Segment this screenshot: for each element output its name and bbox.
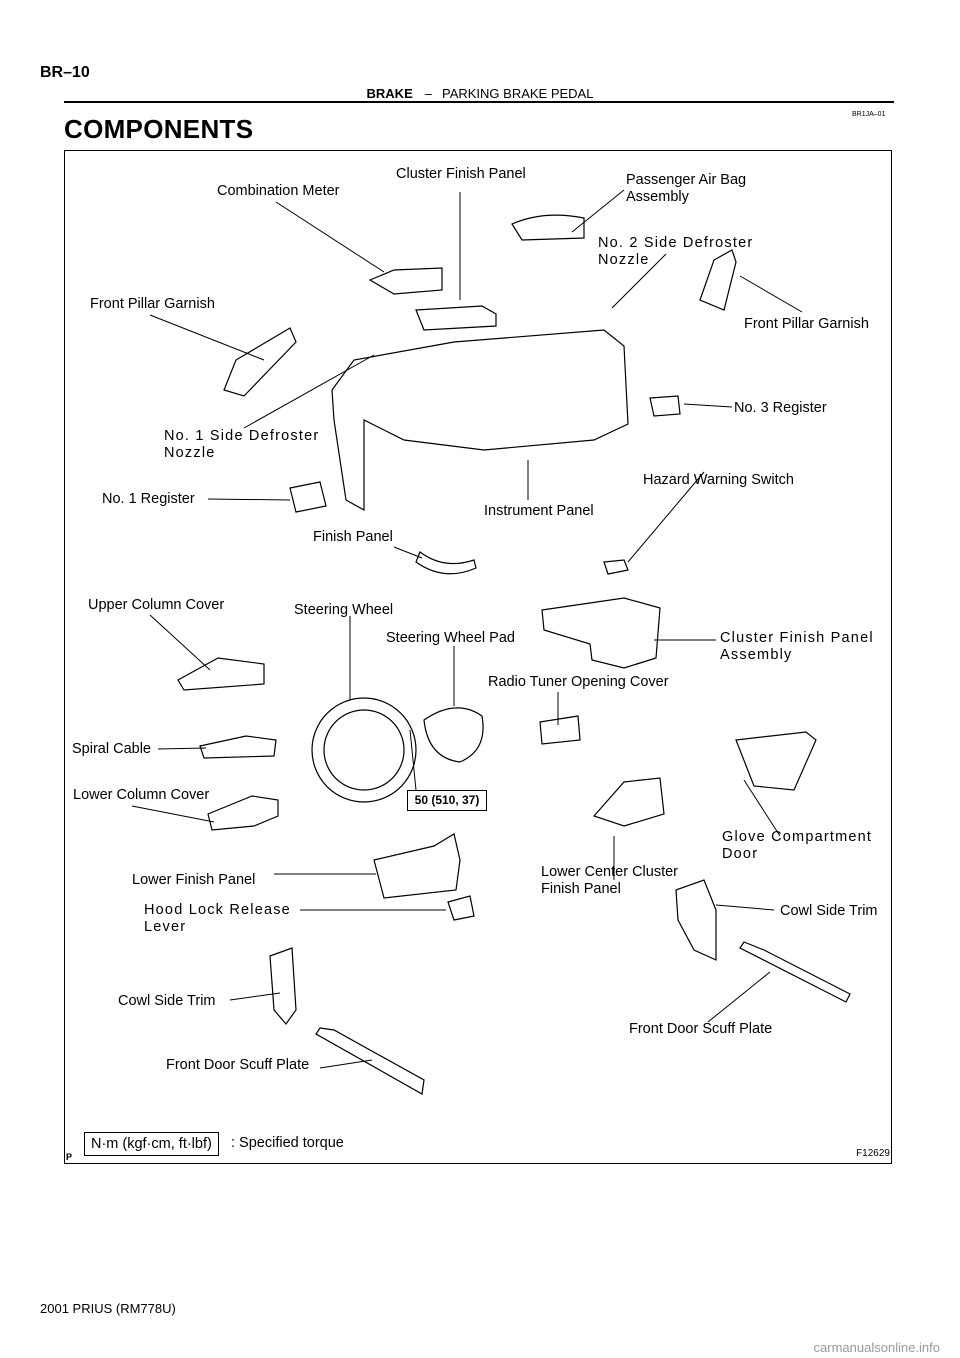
torque-legend-box: N·m (kgf·cm, ft·lbf): [84, 1132, 219, 1156]
label-cowl-side-trim-right: Cowl Side Trim: [780, 903, 878, 919]
label-no3-register: No. 3 Register: [734, 400, 827, 416]
page-number: BR–10: [40, 64, 90, 81]
label-front-pillar-garnish-right: Front Pillar Garnish: [744, 316, 869, 332]
label-lower-center-cluster: Lower Center Cluster Finish Panel: [541, 864, 678, 897]
header-dash: –: [424, 86, 432, 101]
figure-frame: [64, 150, 892, 1164]
reference-code: BR1JA–01: [852, 111, 886, 118]
label-instrument-panel: Instrument Panel: [484, 503, 594, 519]
label-lower-column-cover: Lower Column Cover: [73, 787, 210, 803]
watermark: carmanualsonline.info: [813, 1340, 940, 1355]
label-no2-side-defroster: No. 2 Side Defroster Nozzle: [598, 235, 754, 268]
header-section: BRAKE: [366, 86, 413, 101]
label-cluster-finish-panel-assembly: Cluster Finish Panel Assembly: [720, 630, 874, 663]
label-steering-wheel-pad: Steering Wheel Pad: [386, 630, 515, 646]
footer-model: 2001 PRIUS (RM778U): [40, 1301, 176, 1316]
label-finish-panel: Finish Panel: [313, 529, 393, 545]
label-front-door-scuff-right: Front Door Scuff Plate: [629, 1021, 773, 1037]
label-passenger-air-bag: Passenger Air Bag Assembly: [626, 172, 747, 205]
page-title: COMPONENTS: [64, 114, 254, 144]
torque-legend-text: : Specified torque: [231, 1135, 344, 1151]
header-subsection: PARKING BRAKE PEDAL: [441, 86, 594, 101]
label-radio-tuner-opening-cover: Radio Tuner Opening Cover: [488, 674, 669, 690]
torque-value-box: 50 (510, 37): [407, 790, 487, 811]
label-front-door-scuff-left: Front Door Scuff Plate: [166, 1057, 310, 1073]
leader-lines: [131, 189, 803, 1069]
figure-code: F12629: [856, 1148, 890, 1159]
label-hood-lock-release: Hood Lock Release Lever: [144, 902, 291, 935]
label-spiral-cable: Spiral Cable: [72, 741, 151, 757]
figure-corner-mark: P: [66, 1152, 73, 1162]
label-upper-column-cover: Upper Column Cover: [88, 597, 225, 613]
label-hazard-warning-switch: Hazard Warning Switch: [643, 472, 794, 488]
label-glove-compartment-door: Glove Compartment Door: [722, 829, 873, 862]
label-no1-register: No. 1 Register: [102, 491, 195, 507]
label-steering-wheel: Steering Wheel: [294, 602, 394, 618]
label-lower-finish-panel: Lower Finish Panel: [132, 872, 256, 888]
label-cluster-finish-panel: Cluster Finish Panel: [396, 166, 526, 182]
label-cowl-side-trim-left: Cowl Side Trim: [118, 993, 216, 1009]
label-front-pillar-garnish-left: Front Pillar Garnish: [90, 296, 215, 312]
exploded-view-drawing: [131, 189, 851, 1095]
label-combination-meter: Combination Meter: [217, 183, 340, 199]
part-shapes: [177, 214, 851, 1095]
running-header: BRAKE–PARKING BRAKE PEDAL: [0, 86, 960, 101]
label-no1-side-defroster: No. 1 Side Defroster Nozzle: [164, 428, 320, 461]
header-rule: [64, 101, 894, 103]
